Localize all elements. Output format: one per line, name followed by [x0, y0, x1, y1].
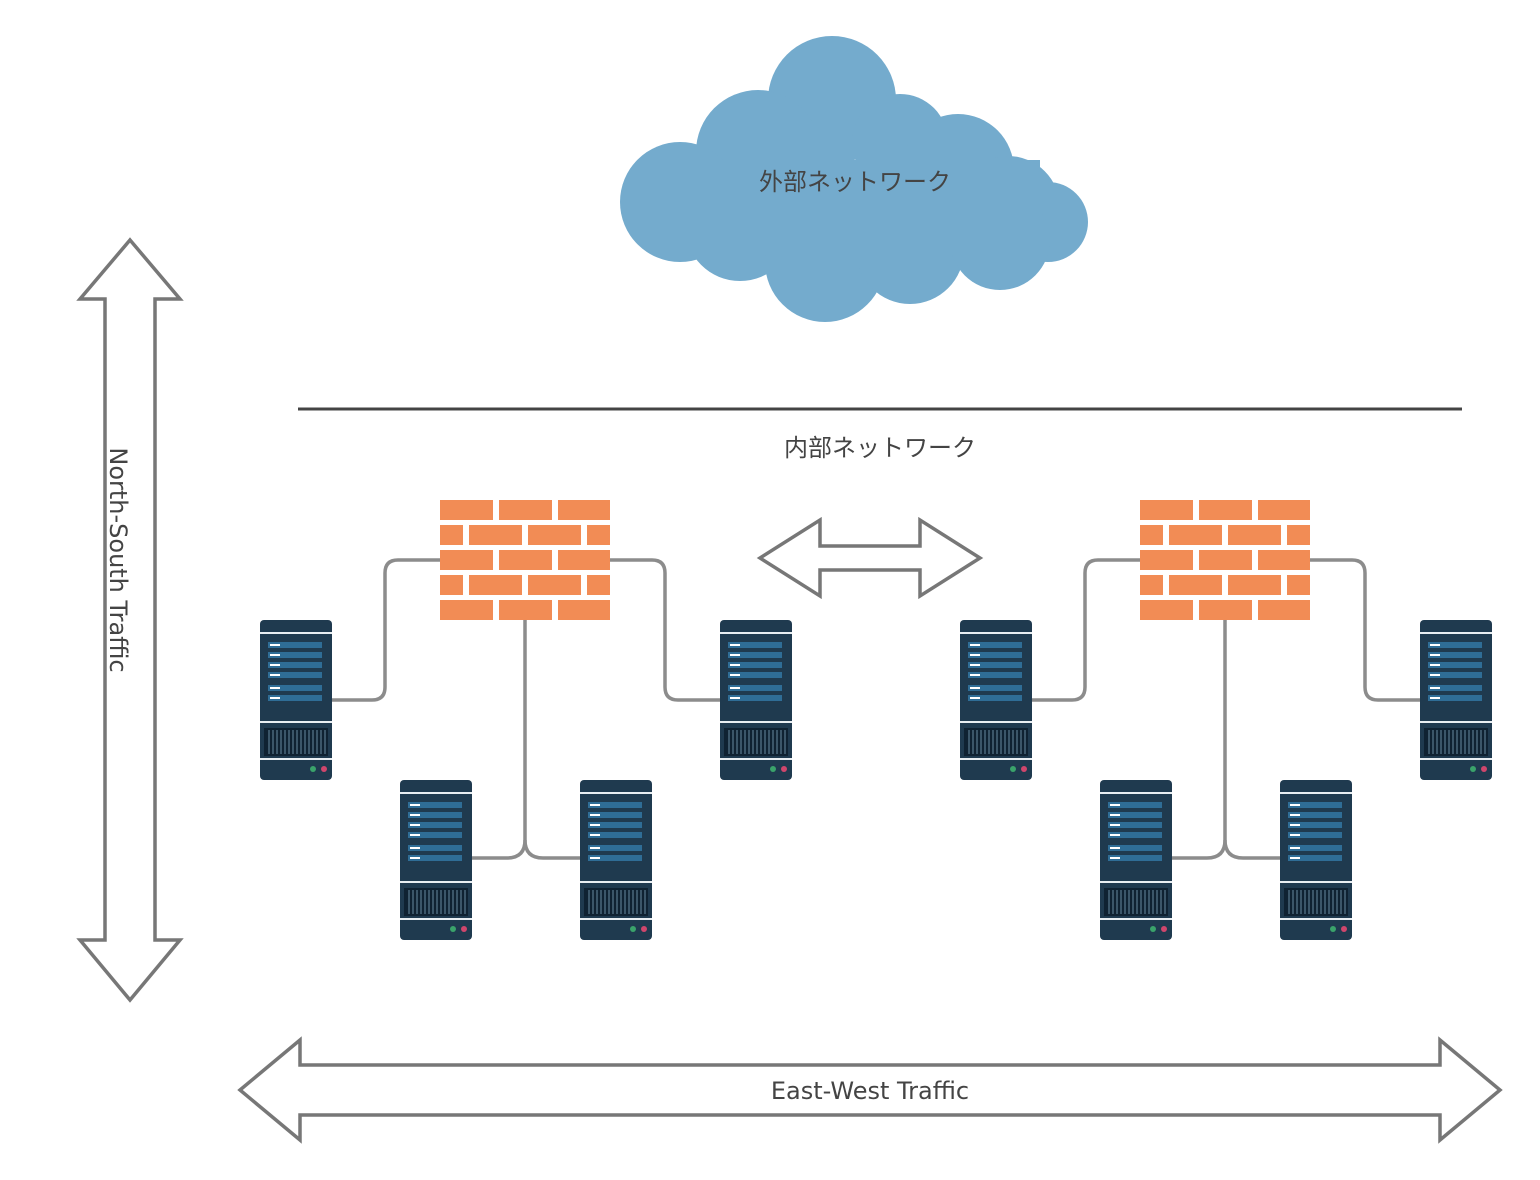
internal-network-label: 内部ネットワーク [784, 434, 976, 462]
server-icon [260, 620, 332, 780]
server-icon [580, 780, 652, 940]
link-line [1030, 558, 1140, 702]
firewall-icon [1140, 500, 1310, 620]
link-line [523, 839, 580, 860]
north-south-label: North-South Traffic [104, 447, 132, 672]
server-icon [1280, 780, 1352, 940]
north-south-arrow [76, 237, 184, 1003]
link-line [1223, 839, 1280, 860]
cloud-icon [620, 36, 1088, 322]
link-line [1170, 620, 1227, 860]
cluster-link-arrow [756, 516, 984, 600]
link-line [330, 558, 440, 702]
cluster-left-links [330, 558, 720, 860]
server-icon [1420, 620, 1492, 780]
firewall-icon [440, 500, 610, 620]
server-icon [1100, 780, 1172, 940]
cluster-left [260, 500, 792, 940]
link-line [1310, 558, 1420, 702]
server-icon [720, 620, 792, 780]
server-icon [960, 620, 1032, 780]
server-icon [400, 780, 472, 940]
east-west-label: East-West Traffic [771, 1077, 969, 1105]
east-west-arrow [237, 1036, 1503, 1144]
link-line [470, 620, 527, 860]
external-network-label: 外部ネットワーク [759, 168, 951, 196]
cluster-right-links [1030, 558, 1420, 860]
link-line [610, 558, 720, 702]
cluster-right [960, 500, 1492, 940]
